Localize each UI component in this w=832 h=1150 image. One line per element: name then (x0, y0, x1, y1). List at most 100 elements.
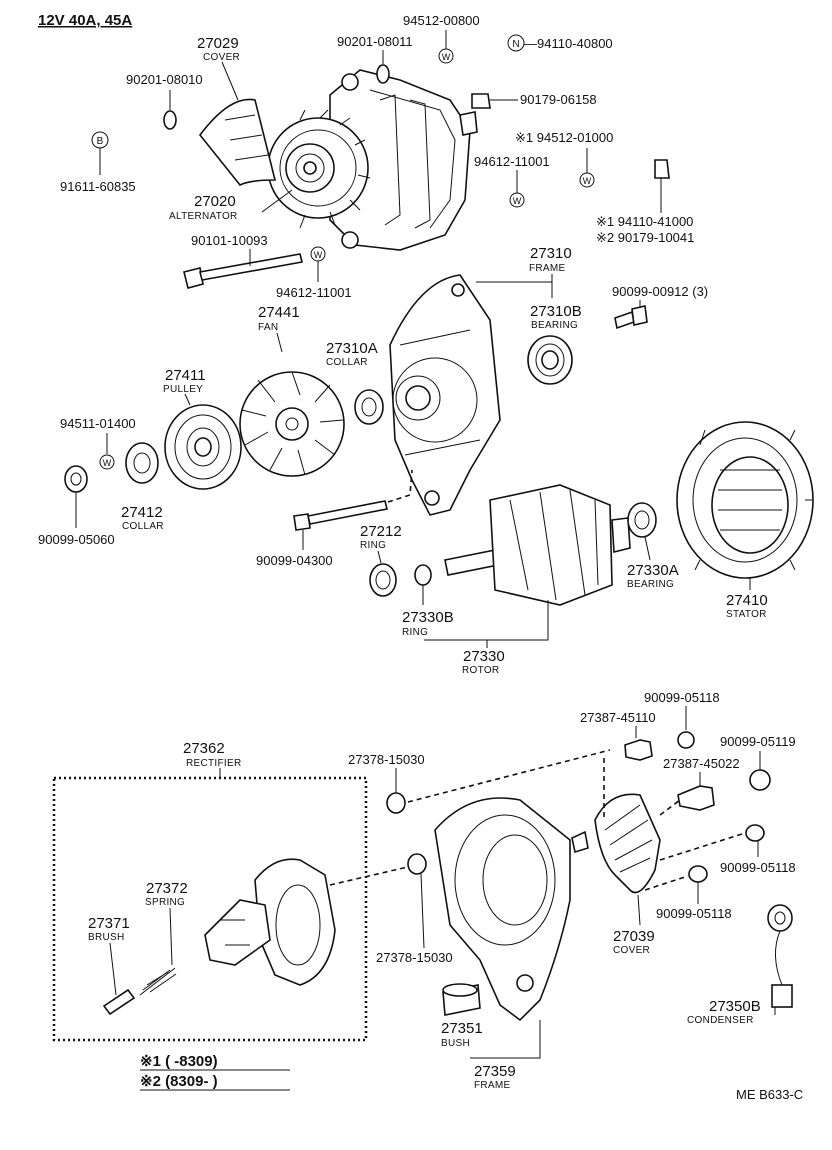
nut-90179-06158-icon (471, 93, 491, 109)
collar-27310A-icon (354, 389, 384, 425)
label-27362-name: RECTIFIER (186, 758, 241, 769)
label-27310-name: FRAME (529, 263, 566, 274)
label-27387-45110: 27387-45110 (580, 710, 656, 725)
through-bolt-90101-10093-icon (183, 253, 303, 289)
symbol-n: N (512, 39, 519, 50)
label-27029-name: COVER (203, 52, 240, 63)
collar-27412-icon (125, 442, 159, 484)
bush-27351-icon (442, 983, 481, 1016)
symbol-w: W (583, 176, 592, 186)
label-27362: 27362 (183, 740, 225, 757)
label-27212-name: RING (360, 540, 386, 551)
nut-94110-41000-icon (654, 159, 670, 179)
label-90201-08010: 90201-08010 (126, 72, 203, 87)
label-90099-05119: 90099-05119 (720, 734, 796, 749)
label-94512-01000: ※1 94512-01000 (515, 130, 613, 145)
label-94110-40800: —94110-40800 (524, 36, 613, 51)
label-27351-name: BUSH (441, 1038, 470, 1049)
label-27372-name: SPRING (145, 897, 185, 908)
label-27310B-name: BEARING (531, 320, 578, 331)
rectifier-holder-icon (204, 858, 336, 986)
label-90101-10093: 90101-10093 (191, 233, 268, 248)
label-94110-41000: ※1 94110-41000 (596, 214, 693, 229)
spring-27372-icon (139, 967, 177, 996)
terminal-27387-45022-icon (677, 785, 715, 811)
label-91611-60835: 91611-60835 (60, 179, 136, 194)
label-27441-name: FAN (258, 322, 278, 333)
label-94612-11001-bottom: 94612-11001 (276, 285, 352, 300)
label-27371-name: BRUSH (88, 932, 125, 943)
label-27310: 27310 (530, 245, 572, 262)
washer-90201-08011-icon (376, 64, 390, 84)
label-94512-00800: 94512-00800 (403, 13, 480, 28)
symbol-w: W (314, 250, 323, 260)
label-90179-06158: 90179-06158 (520, 92, 597, 107)
symbol-b: B (97, 136, 104, 147)
fan-27441-icon (239, 371, 345, 477)
nut-90099-05119-icon (749, 769, 771, 791)
label-27410: 27410 (726, 592, 768, 609)
label-27359: 27359 (474, 1063, 516, 1080)
label-27411: 27411 (165, 367, 206, 384)
label-94511-01400: 94511-01400 (60, 416, 136, 431)
front-frame-27310-icon (389, 274, 501, 516)
insulator-27378-15030-top-icon (386, 792, 406, 814)
label-90099-00912: 90099-00912 (3) (612, 284, 708, 299)
label-94612-11001-top: 94612-11001 (474, 154, 550, 169)
note-2: ※2 (8309- ) (140, 1073, 218, 1090)
cover-27029-icon (198, 98, 277, 187)
label-27029: 27029 (197, 35, 239, 52)
label-90099-05060: 90099-05060 (38, 532, 115, 547)
label-27351: 27351 (441, 1020, 483, 1037)
label-27359-name: FRAME (474, 1080, 511, 1091)
ring-27330B-icon (414, 564, 432, 586)
nut-90099-05060-icon (64, 465, 88, 493)
washer-90201-08010-icon (163, 110, 177, 130)
symbol-w: W (103, 458, 112, 468)
label-90179-10041: ※2 90179-10041 (596, 230, 694, 245)
label-90099-05118-top: 90099-05118 (644, 690, 720, 705)
washer-icon (99, 454, 115, 470)
stator-27410-icon (676, 421, 814, 579)
nut-90099-05118-top-icon (677, 731, 695, 749)
label-90201-08011: 90201-08011 (337, 34, 413, 49)
label-90099-04300: 90099-04300 (256, 553, 333, 568)
label-27039: 27039 (613, 928, 655, 945)
bearing-27330A-icon (627, 502, 657, 538)
label-27330A: 27330A (627, 562, 679, 579)
label-27310A: 27310A (326, 340, 378, 357)
ring-27212-icon (369, 563, 397, 597)
label-27350B: 27350B (709, 998, 761, 1015)
condenser-27350B-icon (767, 904, 793, 1015)
label-27378-15030-bottom: 27378-15030 (376, 950, 453, 965)
rotor-27330-icon (444, 484, 631, 606)
symbol-w: W (513, 196, 522, 206)
bolt-90099-04300-icon (293, 500, 388, 531)
label-27441: 27441 (258, 304, 300, 321)
label-27371: 27371 (88, 915, 130, 932)
label-27410-name: STATOR (726, 609, 767, 620)
pulley-27411-icon (164, 404, 242, 490)
label-27378-15030-top: 27378-15030 (348, 752, 425, 767)
label-27020-name: ALTERNATOR (169, 211, 238, 222)
label-27020: 27020 (194, 193, 236, 210)
screw-90099-00912-icon (614, 305, 648, 330)
label-27387-45022: 27387-45022 (663, 756, 740, 771)
note-1: ※1 ( -8309) (140, 1053, 218, 1070)
symbol-w: W (442, 52, 451, 62)
alternator-assembly-drawing (267, 69, 478, 251)
label-27310B: 27310B (530, 303, 582, 320)
label-27350B-name: CONDENSER (687, 1015, 754, 1026)
rear-frame-27359-icon (434, 797, 589, 1022)
nut-90099-05118-bottom-icon (688, 865, 708, 883)
diagram-title: 12V 40A, 45A (38, 12, 132, 29)
diagram-code: ME B633-C (736, 1087, 803, 1102)
label-27330-name: ROTOR (462, 665, 499, 676)
label-27372: 27372 (146, 880, 188, 897)
bearing-27310B-icon (527, 335, 573, 385)
insulator-27378-15030-bottom-icon (407, 853, 427, 875)
rectifier-kit-box (52, 776, 368, 1042)
nut-n-icon (507, 34, 525, 52)
